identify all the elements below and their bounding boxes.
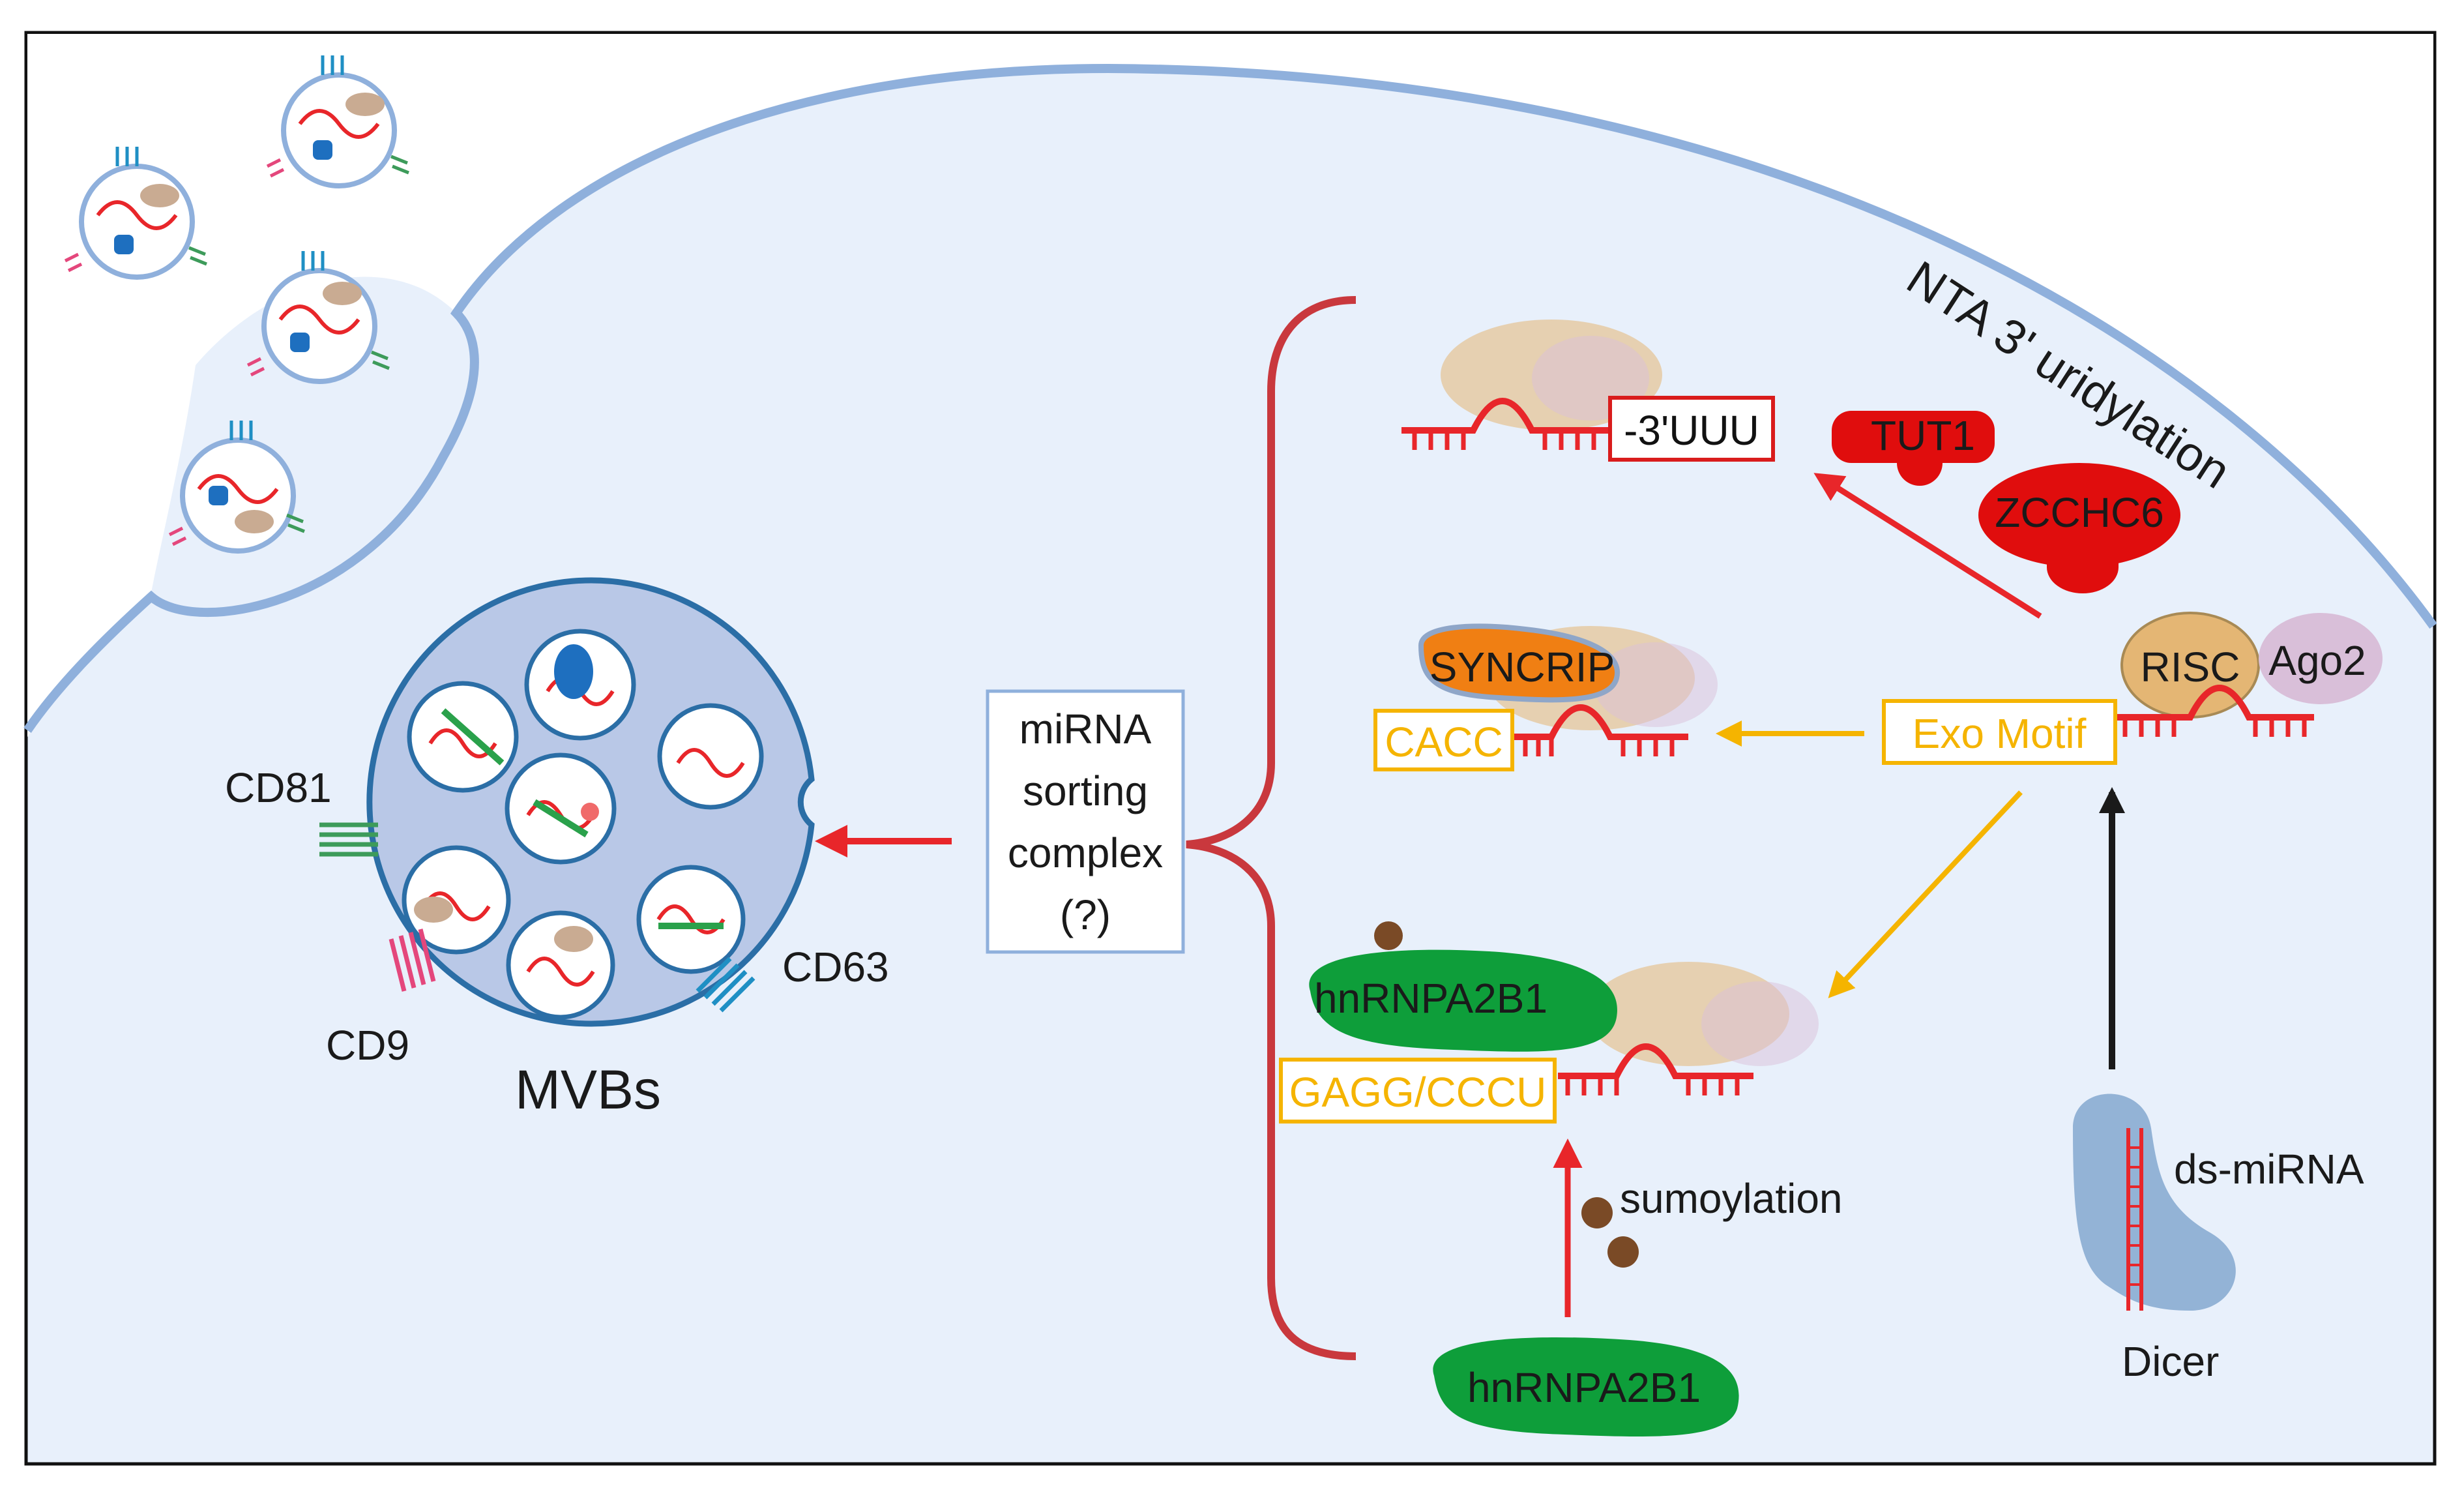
label-dicer: Dicer xyxy=(2122,1338,2219,1385)
tut1-enzyme xyxy=(1832,411,1995,486)
label-syncrip: SYNCRIP xyxy=(1430,644,1615,691)
dicer-enzyme xyxy=(2073,1094,2236,1311)
sumo-dot-1 xyxy=(1581,1197,1613,1228)
hnrnpa2b1-free xyxy=(1433,1337,1739,1437)
label-hnrnpa2b1-bottom: hnRNPA2B1 xyxy=(1467,1364,1701,1411)
uuu-box xyxy=(1608,396,1775,462)
curly-bracket xyxy=(1186,296,1357,1360)
cd9-tetraspanin xyxy=(389,929,436,992)
exosome-2 xyxy=(266,55,409,188)
label-exo-motif: Exo Motif xyxy=(1913,710,2087,757)
extracellular-space xyxy=(27,34,2433,737)
sorting-line-3: complex xyxy=(1008,829,1163,876)
risc-complex-hnrnp xyxy=(1309,921,1819,1095)
label-cd63: CD63 xyxy=(782,944,889,990)
risc-ago2-complex xyxy=(2112,612,2383,737)
label-mvbs: MVBs xyxy=(515,1059,661,1120)
cacc-box xyxy=(1373,709,1514,771)
mvb xyxy=(366,577,815,1027)
zcchc6-enzyme xyxy=(1978,463,2180,593)
label-uuu: -3'UUU xyxy=(1624,407,1759,454)
label-zcchc6: ZCCHC6 xyxy=(1995,489,2164,536)
label-gagg: GAGG/CCCU xyxy=(1289,1069,1547,1116)
exo-motif-box xyxy=(1882,699,2117,765)
label-hnrnpa2b1-top: hnRNPA2B1 xyxy=(1314,975,1547,1022)
cd81-tetraspanin xyxy=(319,822,378,857)
cd63-tetraspanin xyxy=(696,957,755,1013)
label-cacc: CACC xyxy=(1385,719,1503,766)
gagg-box xyxy=(1279,1058,1557,1124)
label-cd9: CD9 xyxy=(326,1022,409,1069)
sorting-complex-box xyxy=(986,689,1185,954)
arrow-to-hnrnp xyxy=(1828,790,2023,998)
exosome-4 xyxy=(168,421,305,554)
arrow-uridylation xyxy=(1813,473,2042,619)
sumo-dot-2 xyxy=(1607,1236,1639,1268)
label-ds-mirna: ds-miRNA xyxy=(2174,1146,2364,1193)
risc-complex-syncrip xyxy=(1418,623,1718,756)
label-ago2: Ago2 xyxy=(2268,637,2366,684)
label-tut1: TUT1 xyxy=(1871,412,1975,459)
label-sumoylation: sumoylation xyxy=(1620,1175,1843,1222)
label-risc: RISC xyxy=(2141,644,2240,691)
sorting-line-4: (?) xyxy=(1060,891,1111,938)
cell-membrane xyxy=(23,63,2437,733)
label-cd81: CD81 xyxy=(225,764,332,811)
exosome-1 xyxy=(64,147,207,280)
sorting-line-2: sorting xyxy=(1023,767,1148,814)
exosome-3 xyxy=(246,251,390,384)
sorting-line-1: miRNA xyxy=(1019,706,1152,752)
